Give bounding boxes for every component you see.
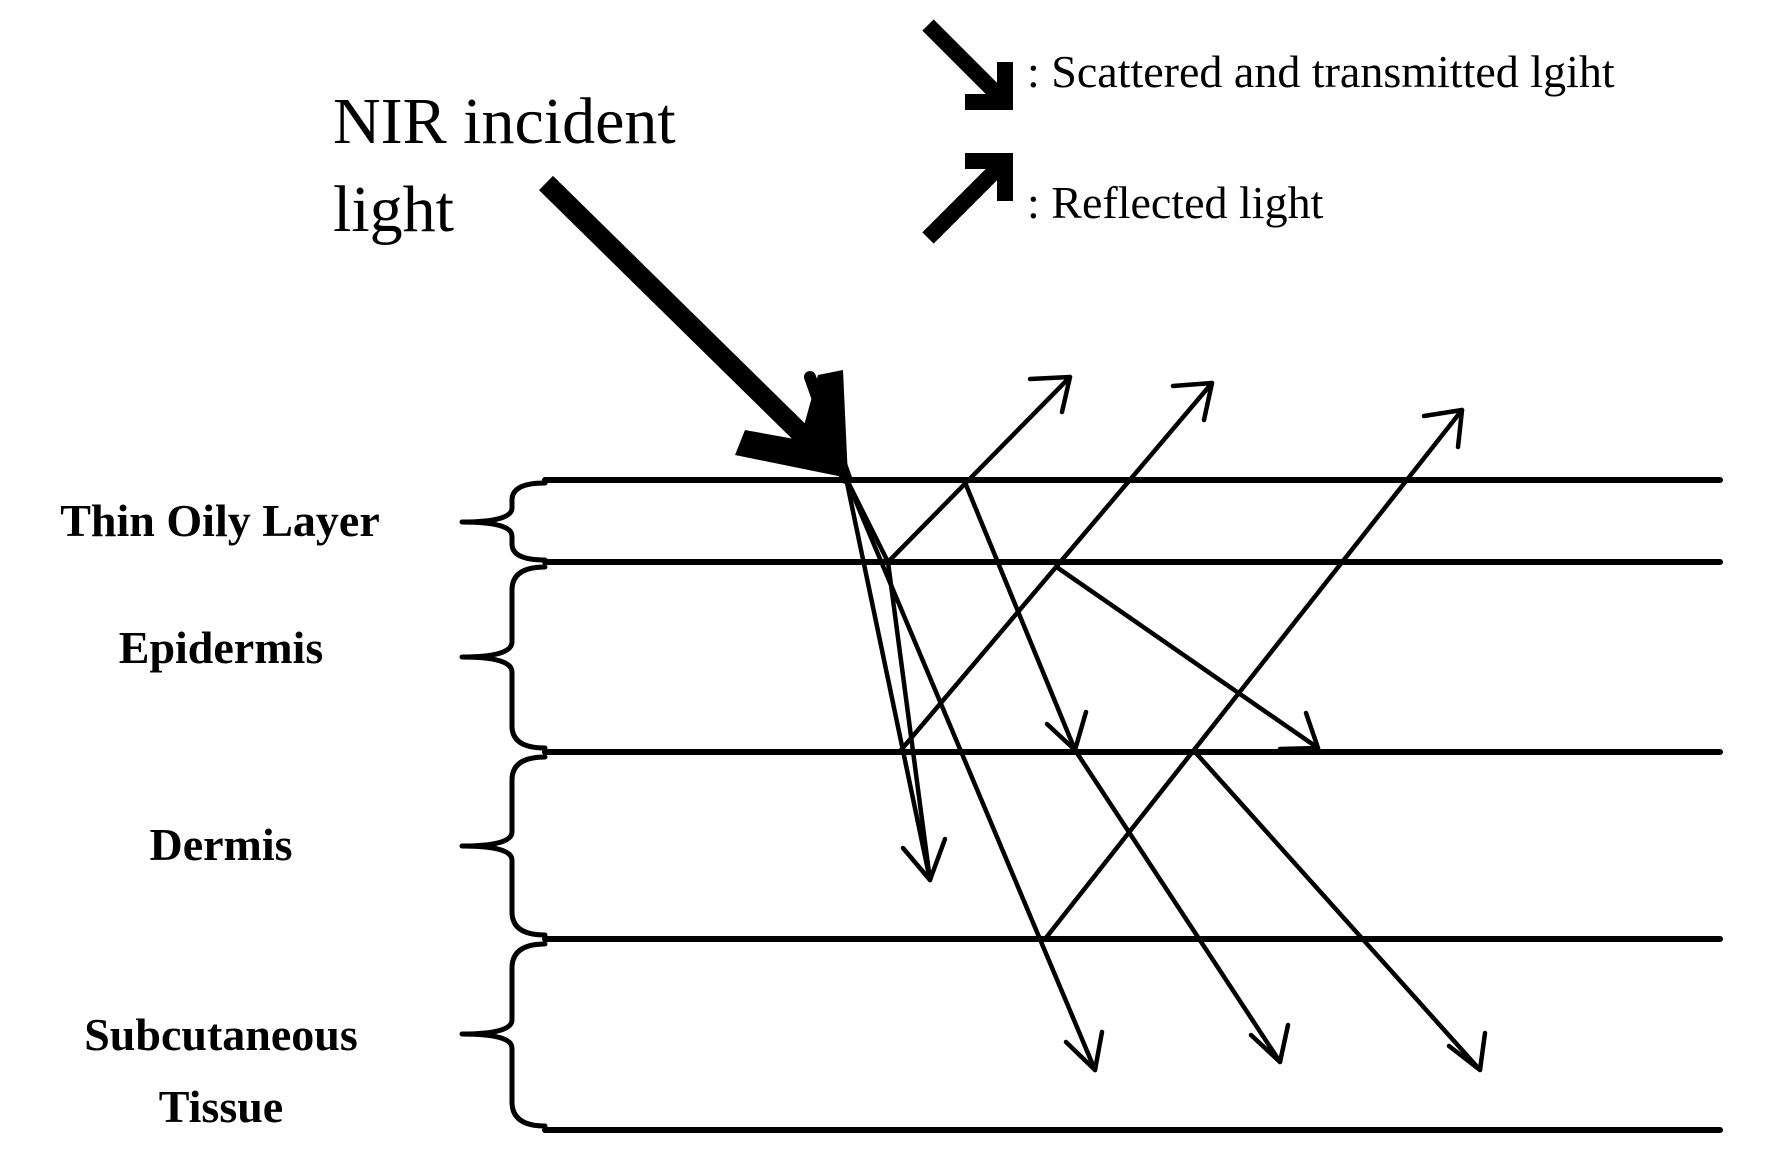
incident-arrow-tip-stroke — [804, 371, 852, 484]
reflected-ray-1 — [885, 374, 1073, 565]
scatter-ray-2-continued-arrowhead-icon — [1248, 1022, 1291, 1065]
transmitted-ray-2-arrowhead-icon — [1063, 1029, 1105, 1073]
incident-arrow-shaft — [538, 175, 843, 475]
reflected-ray-2-arrowhead-icon — [1170, 380, 1215, 423]
layer-label-subcutaneous: Subcutaneous — [84, 1009, 358, 1060]
reflected-ray-1-arrowhead-icon — [1027, 374, 1073, 415]
layer-label-thin-oily-layer: Thin Oily Layer — [60, 495, 379, 546]
legend: : Scattered and transmitted lgiht : Refl… — [922, 19, 1615, 244]
scatter-ray-3 — [1055, 565, 1321, 751]
brace-thin-oily-layer — [459, 480, 548, 563]
scatter-ray-5 — [1192, 749, 1483, 1073]
layer-label-tissue: Tissue — [159, 1081, 283, 1132]
transmitted-ray-2 — [843, 475, 1098, 1073]
scatter-ray-5-arrowhead-icon — [1446, 1030, 1488, 1073]
incident-light-title-line1: NIR incident — [333, 85, 676, 158]
brace-epidermis — [459, 564, 548, 751]
brace-dermis — [459, 754, 548, 938]
scatter-ray-oily-to-surface — [843, 475, 891, 565]
layer-label-epidermis: Epidermis — [119, 622, 323, 673]
light-rays — [843, 374, 1488, 1073]
legend-scattered-label: : Scattered and transmitted lgiht — [1027, 46, 1615, 97]
brace-subcutaneous-tissue — [459, 941, 548, 1129]
reflected-ray-3-arrowhead-icon — [1421, 407, 1465, 450]
layer-boundaries — [542, 477, 1723, 1133]
transmitted-ray-1 — [843, 475, 933, 883]
legend-reflected-arrow-icon — [922, 153, 1013, 244]
layer-labels: Thin Oily Layer Epidermis Dermis Subcuta… — [60, 495, 379, 1132]
layer-label-dermis: Dermis — [149, 819, 292, 870]
legend-reflected-label: : Reflected light — [1027, 177, 1324, 228]
incident-light-title-line2: light — [333, 173, 454, 246]
reflected-ray-3 — [1042, 407, 1465, 942]
layer-braces — [459, 480, 548, 1129]
scatter-ray-3-arrowhead-icon — [1277, 710, 1321, 752]
scatter-ray-4 — [885, 559, 933, 883]
scatter-ray-2 — [961, 477, 1078, 753]
scatter-ray-2-continued — [1072, 747, 1283, 1065]
legend-scattered-arrow-icon — [922, 19, 1013, 110]
incident-light-arrow — [538, 175, 852, 484]
